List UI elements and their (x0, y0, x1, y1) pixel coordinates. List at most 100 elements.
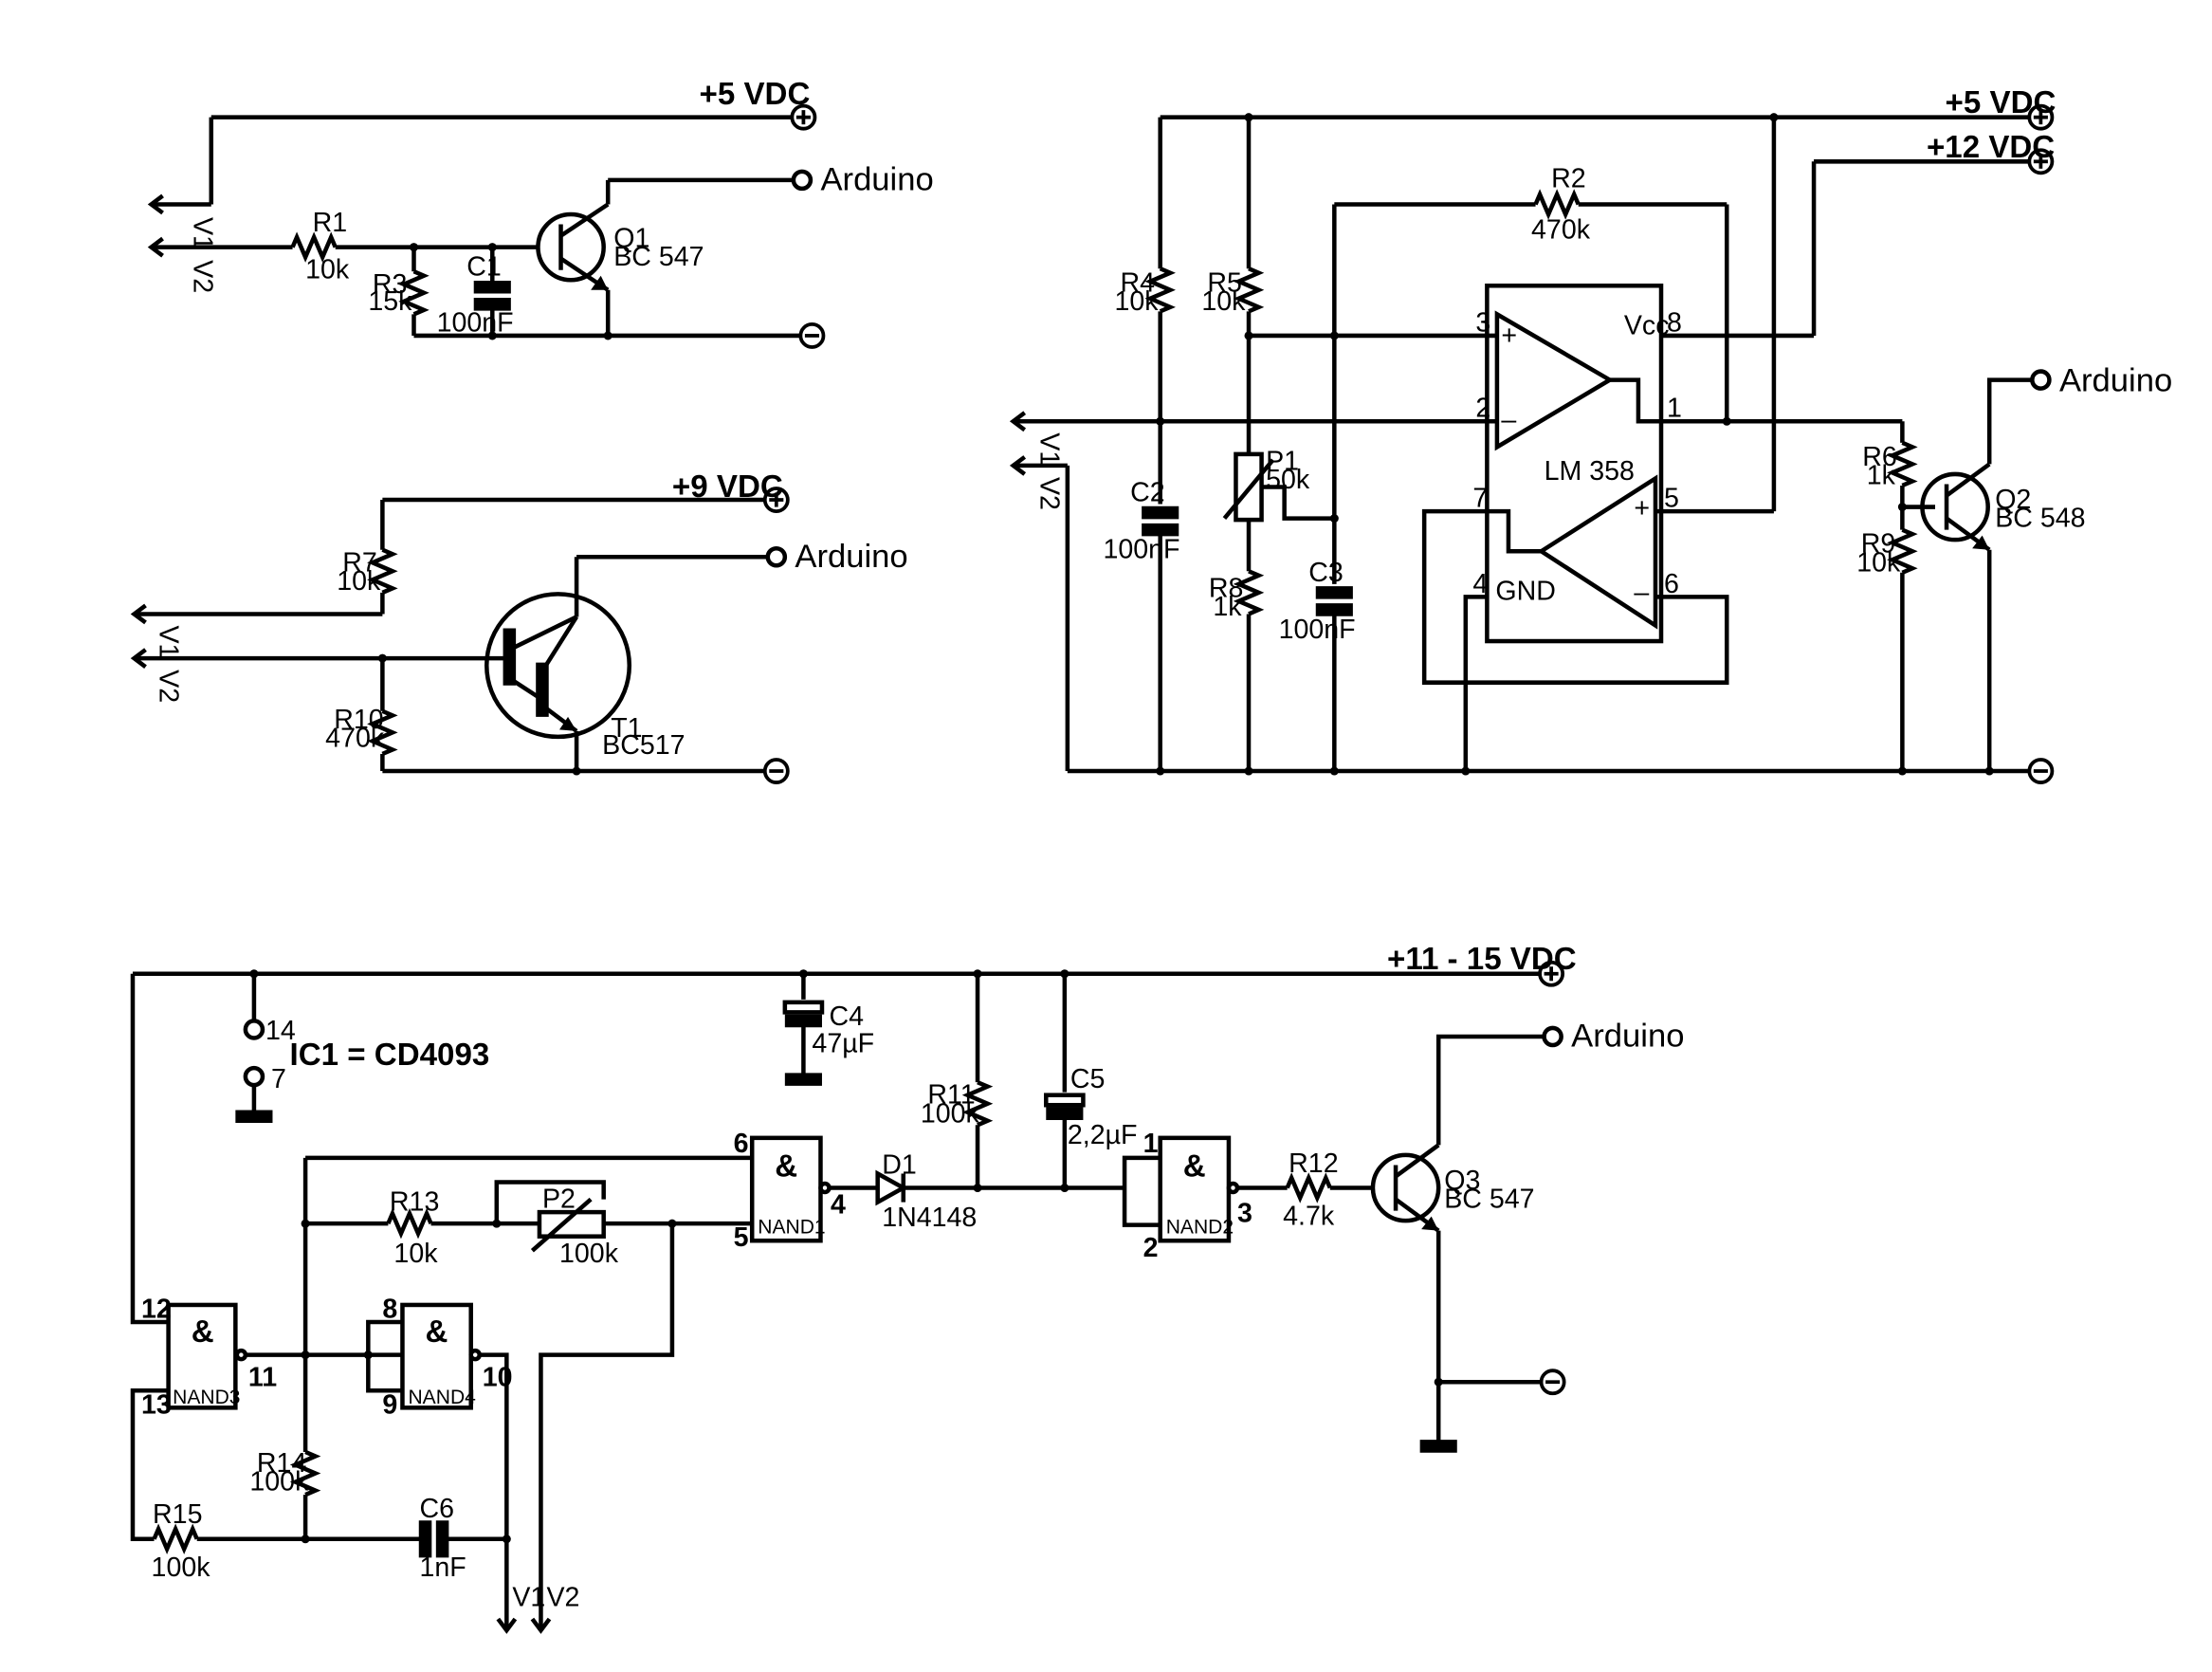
r10-name: R10 (334, 705, 383, 735)
pin-2: 2 (1475, 394, 1490, 424)
r3-value: 15k (368, 286, 412, 317)
r1-value: 10k (305, 255, 350, 285)
vcc-label: Vcc (1624, 310, 1670, 340)
pin-7-label: 7 (271, 1064, 286, 1094)
q3-value: BC 547 (1444, 1185, 1534, 1215)
nand2-name: NAND2 (1166, 1217, 1234, 1239)
nand1-pin-4: 4 (831, 1190, 846, 1221)
rail-5v-label: +5 VDC (1946, 85, 2057, 120)
c4-name: C4 (829, 1001, 864, 1032)
circuit-3: +5 VDC +12 VDC Arduino V1 V2 R2 470k R4 … (1009, 85, 2172, 784)
r15-value: 100k (152, 1553, 211, 1583)
r6-name: R6 (1862, 442, 1897, 472)
v2-label: V2 (546, 1583, 579, 1613)
nand2-pin-3: 3 (1237, 1199, 1252, 1229)
nand1-name: NAND1 (758, 1217, 825, 1239)
pin-6: 6 (1664, 569, 1679, 599)
r13-value: 10k (393, 1239, 438, 1269)
r9-value: 10k (1856, 547, 1901, 578)
ic1-note: IC1 = CD4093 (290, 1038, 490, 1073)
r11-name: R11 (927, 1080, 975, 1111)
v1-label: V1 (512, 1583, 545, 1613)
r1-name: R1 (313, 208, 348, 238)
pin-7: 7 (1472, 484, 1488, 514)
q2-name: Q2 (1995, 485, 2031, 515)
pin-8: 8 (1667, 307, 1682, 338)
r12-value: 4.7k (1283, 1202, 1335, 1232)
q1-value: BC 547 (613, 242, 704, 272)
c4-value: 47µF (812, 1029, 874, 1059)
r4-value: 10k (1115, 286, 1160, 317)
rail-9v-label: +9 VDC (672, 469, 783, 505)
r13-name: R13 (390, 1187, 439, 1218)
rail-5v-label: +5 VDC (700, 77, 811, 112)
q3-name: Q3 (1444, 1166, 1480, 1196)
arduino-label: Arduino (795, 539, 907, 575)
q1-name: Q1 (613, 224, 649, 254)
nand4-pin-9: 9 (382, 1389, 397, 1420)
nand4-symbol: & (426, 1314, 448, 1350)
r12-name: R12 (1289, 1148, 1338, 1179)
circuit-4: 14 7 IC1 = CD4093 C4 47µF R11 100k C5 2,… (130, 942, 1684, 1634)
r15-name: R15 (153, 1499, 202, 1530)
v2-label: V2 (1033, 477, 1064, 510)
arduino-label: Arduino (820, 161, 933, 197)
opamp-b-plus: + (1634, 493, 1650, 524)
r7-name: R7 (342, 547, 377, 578)
c1-value: 100nF (437, 307, 514, 338)
pin-3: 3 (1475, 307, 1490, 338)
c3-name: C3 (1308, 558, 1344, 588)
c2-name: C2 (1130, 478, 1165, 508)
t1-name: T1 (611, 713, 642, 744)
v2-label: V2 (188, 260, 218, 293)
r5-name: R5 (1207, 267, 1242, 298)
nand2-pin-1: 1 (1143, 1129, 1159, 1159)
arduino-label: Arduino (2059, 363, 2172, 399)
r8-value: 1k (1213, 592, 1242, 622)
r4-name: R4 (1121, 267, 1156, 298)
r14-name: R14 (257, 1448, 307, 1479)
c5-value: 2,2µF (1068, 1120, 1138, 1150)
pin-14-label: 14 (265, 1016, 296, 1046)
c1-name: C1 (466, 252, 502, 283)
v1-label: V1 (154, 625, 184, 658)
nand1-symbol: & (775, 1148, 797, 1184)
p1-name: P1 (1266, 446, 1299, 476)
p2-name: P2 (542, 1185, 576, 1215)
p1-value: 50k (1266, 465, 1310, 495)
r3-name: R3 (373, 269, 408, 300)
pin-4: 4 (1472, 569, 1488, 599)
v1-label: V1 (188, 217, 218, 250)
d1-value: 1N4148 (882, 1203, 977, 1233)
r8-name: R8 (1209, 573, 1244, 603)
d1-name: D1 (882, 1149, 917, 1180)
r2-value: 470k (1531, 215, 1591, 246)
nand2-symbol: & (1183, 1148, 1206, 1184)
c5-name: C5 (1070, 1064, 1106, 1094)
rail-11-15v-label: +11 - 15 VDC (1387, 942, 1577, 977)
t1-value: BC517 (602, 730, 685, 761)
nand3-name: NAND3 (173, 1387, 240, 1408)
r14-value: 100k (249, 1467, 309, 1497)
nand3-pin-13: 13 (141, 1389, 172, 1420)
nand1-pin-5: 5 (734, 1222, 749, 1253)
opamp-b-minus: – (1634, 578, 1649, 608)
nand3-pin-12: 12 (141, 1294, 172, 1324)
nand4-name: NAND4 (408, 1387, 476, 1408)
rail-12v-label: +12 VDC (1927, 130, 2055, 165)
r6-value: 1k (1867, 460, 1896, 490)
r7-value: 10k (337, 566, 381, 597)
nand3-pin-11: 11 (248, 1363, 277, 1393)
v2-label: V2 (154, 670, 184, 703)
ic-label: LM 358 (1545, 456, 1635, 487)
circuit-1: +5 VDC Arduino V1 V2 R1 10k R3 15k C1 10… (147, 77, 934, 349)
opamp-a-minus: – (1501, 405, 1516, 435)
p2-value: 100k (559, 1239, 619, 1269)
nand3-symbol: & (192, 1314, 214, 1350)
r10-value: 470k (325, 723, 385, 753)
c3-value: 100nF (1279, 615, 1356, 645)
nand2-pin-2: 2 (1143, 1233, 1159, 1263)
r2-name: R2 (1551, 163, 1586, 193)
nand4-pin-8: 8 (382, 1294, 397, 1324)
